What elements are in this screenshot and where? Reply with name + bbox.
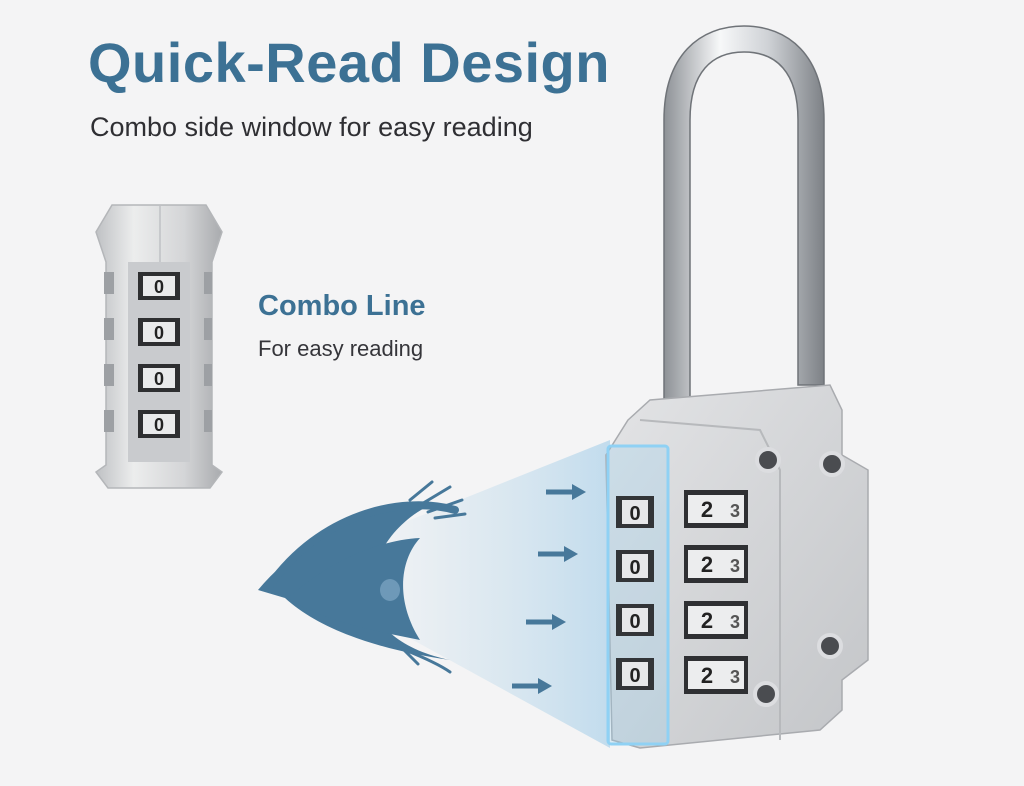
padlock: 0 2 3 0 2 3 0 2 3 0 [605,25,869,749]
screw [819,451,845,477]
cylinder-dial: 0 [104,272,212,300]
cylinder-digit: 0 [154,277,164,297]
cylinder-dial: 0 [104,410,212,438]
arrow-right-icon [512,678,552,694]
cylinder-digit: 0 [154,415,164,435]
page-title: Quick-Read Design [88,31,610,94]
cylinder-digit: 0 [154,369,164,389]
lock-front-digit: 3 [730,612,740,632]
arrow-right-icon [546,484,586,500]
lock-dial-row: 0 2 3 [616,490,748,528]
arrow-right-icon [538,546,578,562]
combo-line-subtitle: For easy reading [258,336,424,361]
lock-dial-row: 0 2 3 [616,656,748,694]
lock-front-digit: 3 [730,501,740,521]
screw [753,681,779,707]
lock-side-digit: 0 [629,557,640,579]
page-subtitle: Combo side window for easy reading [90,112,533,142]
arrow-right-icon [526,614,566,630]
cylinder-digit: 0 [154,323,164,343]
light-beam [340,440,610,748]
lock-dial-row: 0 2 3 [616,545,748,583]
combo-cylinder: 0 0 0 0 [94,204,224,489]
padlock-shackle [663,25,825,411]
lock-side-digit: 0 [629,503,640,525]
lock-front-digit: 2 [701,608,713,633]
lock-front-digit: 2 [701,497,713,522]
screw [817,633,843,659]
lock-front-digit: 2 [701,552,713,577]
lock-front-digit: 2 [701,663,713,688]
screw [755,447,781,473]
side-window-highlight [606,444,670,746]
lock-front-digit: 3 [730,556,740,576]
combo-line-title: Combo Line [258,290,426,322]
lock-side-digit: 0 [629,611,640,633]
eye-icon [258,480,467,674]
lock-side-digit: 0 [629,665,640,687]
cylinder-dial: 0 [104,318,212,346]
lock-front-digit: 3 [730,667,740,687]
cylinder-dial: 0 [104,364,212,392]
lock-dial-row: 0 2 3 [616,601,748,639]
